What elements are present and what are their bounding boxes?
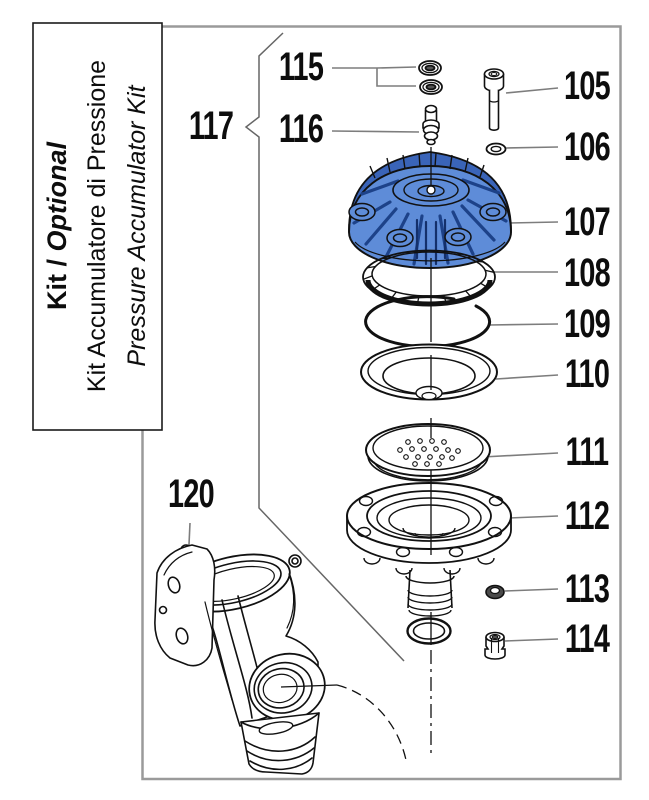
- part-106-washer: [485, 142, 507, 156]
- part-110-diaphragm: [360, 343, 498, 401]
- part-label-107: 107: [564, 200, 611, 244]
- kit-title-line2: Kit Accumulatore di Pressione: [83, 59, 111, 393]
- part-label-108: 108: [564, 251, 611, 295]
- flange-feet: [363, 557, 495, 575]
- part-label-112: 112: [564, 494, 610, 538]
- part-label-110: 110: [564, 352, 610, 396]
- part-label-115: 115: [278, 45, 324, 89]
- part-109-snap-ring: [364, 295, 492, 349]
- dome-bolt-bosses: [348, 202, 507, 248]
- part-label-111: 111: [565, 430, 609, 474]
- leader-112: [508, 515, 559, 519]
- part-label-113: 113: [564, 567, 610, 611]
- leader-lines: [187, 66, 559, 642]
- leader-115: [332, 66, 417, 87]
- dome-crown-fins: [369, 152, 485, 179]
- part-113-washer: [485, 584, 505, 600]
- leader-109: [488, 323, 559, 326]
- part-116-valve: [422, 104, 440, 146]
- part-label-106: 106: [564, 125, 611, 169]
- part-107-dome-cover: [347, 151, 513, 270]
- leader-111: [482, 452, 559, 458]
- port-axis-dashed-curve: [336, 684, 407, 761]
- dome-center-slots: [415, 218, 447, 266]
- leader-107: [508, 221, 559, 224]
- leader-116: [331, 130, 420, 133]
- kit-title-box: [32, 22, 163, 431]
- flange-bolt-holes: [356, 495, 504, 558]
- kit-title-line1: Kit / Optional: [42, 142, 72, 310]
- kit-117-bracket: [244, 32, 405, 662]
- part-111-perforated-cup: [365, 423, 491, 482]
- perforations: [397, 438, 461, 467]
- part-112-flange: [346, 482, 512, 617]
- part-120-pump-housing: [154, 544, 326, 775]
- part-o-ring: [406, 617, 452, 645]
- part-label-117: 117: [188, 104, 234, 148]
- kit-title-line3: Pressure Accumulator Kit: [123, 85, 151, 367]
- part-label-114: 114: [564, 617, 610, 661]
- part-105-bolt: [483, 68, 505, 131]
- leader-113: [504, 588, 559, 592]
- kit-title-text: Kit / Optional Kit Accumulatore di Press…: [35, 20, 159, 432]
- leader-114: [504, 638, 559, 642]
- part-label-105: 105: [564, 64, 611, 108]
- part-114-nut: [484, 631, 506, 660]
- part-label-116: 116: [278, 107, 324, 151]
- part-label-109: 109: [564, 302, 611, 346]
- leader-105: [505, 87, 559, 94]
- leader-106: [505, 146, 559, 149]
- part-115-washers: [418, 60, 443, 95]
- leader-110: [495, 374, 559, 380]
- port-axis-line: [280, 684, 338, 688]
- part-label-120: 120: [168, 472, 215, 516]
